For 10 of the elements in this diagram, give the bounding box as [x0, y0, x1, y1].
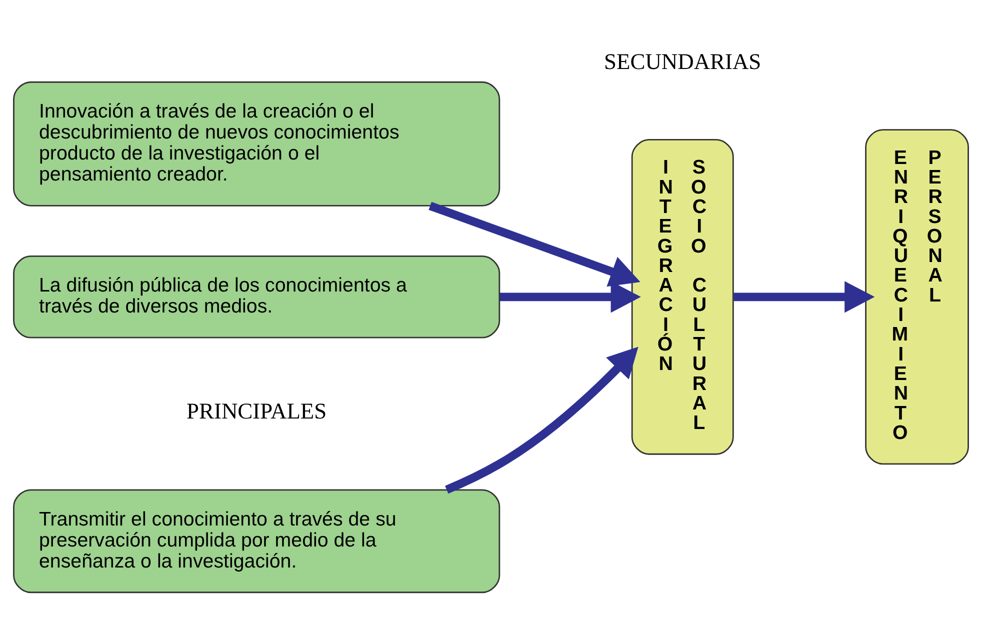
node-box: La difusión pública de los conocimientos a través de diversos medios.: [13, 255, 500, 338]
arrow: [734, 280, 875, 312]
node-box: Innovación a través de la creación o el descubrimiento de nuevos conocimientos producto de la investigación o el pensamiento creador.: [13, 80, 500, 206]
label: SECUNDARIAS: [604, 48, 762, 74]
label: PRINCIPALES: [186, 398, 327, 424]
node-box: Transmitir el conocimiento a través de su preservación cumplida por medio de la enseñanza o la investigación.: [13, 488, 500, 593]
arrow: [428, 201, 640, 286]
node-box: ENRIQUECIMIENTO PERSONAL: [865, 128, 969, 464]
arrow: [445, 346, 638, 494]
node-box: INTEGRACIÓN SOCIO CULTURAL: [631, 138, 734, 454]
